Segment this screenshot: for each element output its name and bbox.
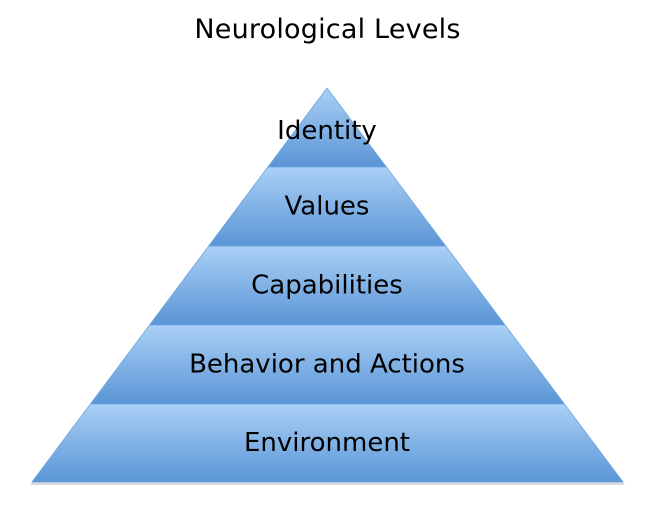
pyramid-level-label: Behavior and Actions xyxy=(189,350,465,380)
diagram-title: Neurological Levels xyxy=(194,14,461,45)
pyramid-level-label: Capabilities xyxy=(251,271,403,301)
pyramid-level-band xyxy=(31,403,624,483)
pyramid-level-label: Values xyxy=(285,192,370,222)
pyramid-level-label: Identity xyxy=(277,116,377,146)
pyramid-level-label: Environment xyxy=(244,428,410,458)
